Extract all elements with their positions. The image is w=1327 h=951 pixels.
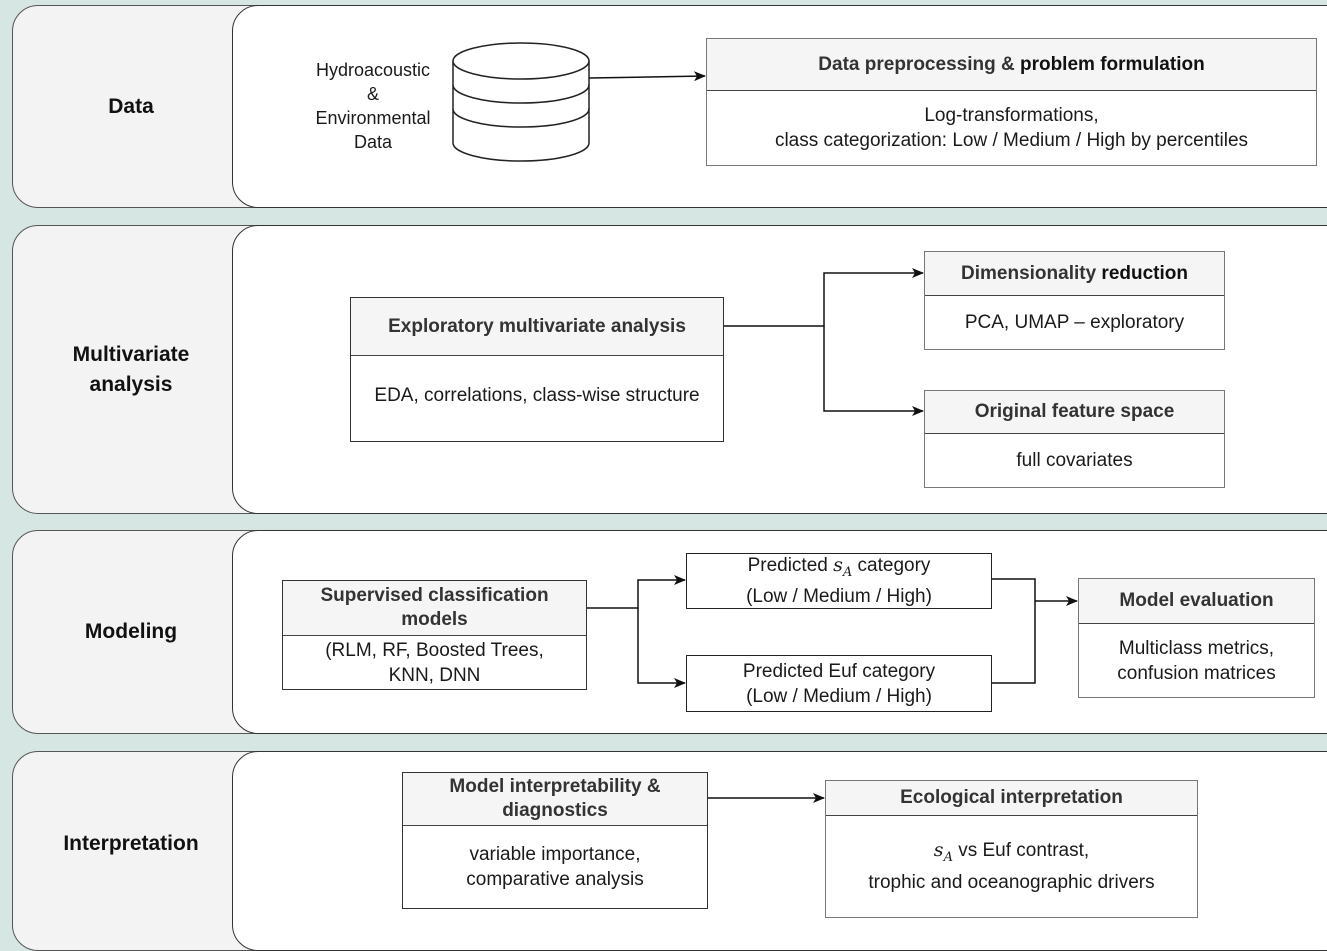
ecological-interpretation-box: Ecological interpretation sA vs Euf cont… [825, 780, 1198, 918]
model-interpretability-title: Model interpretability &diagnostics [403, 773, 707, 826]
data-lane-label: Data [108, 94, 154, 118]
exploratory-analysis-title: Exploratory multivariate analysis [351, 298, 723, 356]
data-source-label: Hydroacoustic & Environmental Data [315, 60, 431, 152]
database-icon [452, 42, 590, 162]
interpretation-lane-label: Interpretation [63, 831, 199, 855]
original-feature-space-box: Original feature space full covariates [924, 390, 1225, 488]
model-evaluation-box: Model evaluation Multiclass metrics,conf… [1078, 578, 1315, 698]
model-evaluation-body: Multiclass metrics,confusion matrices [1117, 637, 1276, 684]
ecological-interpretation-body: sA vs Euf contrast, trophic and oceanogr… [868, 839, 1155, 893]
supervised-models-body: (RLM, RF, Boosted Trees,KNN, DNN [325, 639, 544, 686]
model-evaluation-title: Model evaluation [1079, 579, 1314, 624]
predicted-euf-box: Predicted Euf category(Low / Medium / Hi… [686, 655, 992, 712]
model-interpretability-box: Model interpretability &diagnostics vari… [402, 772, 708, 909]
original-feature-space-body: full covariates [1016, 450, 1133, 471]
ecological-interpretation-title: Ecological interpretation [826, 781, 1197, 816]
original-feature-space-title: Original feature space [925, 391, 1224, 434]
exploratory-analysis-box: Exploratory multivariate analysis EDA, c… [350, 297, 724, 442]
dimensionality-reduction-title: Dimensionality reduction [925, 252, 1224, 296]
modeling-lane-label: Modeling [84, 620, 178, 643]
dimensionality-reduction-body: PCA, UMAP – exploratory [964, 312, 1185, 333]
preprocessing-box-body: Log-transformations,class categorization… [774, 105, 1249, 151]
predicted-sa-box: Predicted sA category (Low / Medium / Hi… [686, 553, 992, 609]
preprocessing-box-title: Data preprocessing & problem formulation [707, 39, 1316, 91]
model-interpretability-body: variable importance,comparative analysis [466, 844, 644, 890]
exploratory-analysis-body: EDA, correlations, class-wise structure [374, 385, 700, 406]
dimensionality-reduction-box: Dimensionality reduction PCA, UMAP – exp… [924, 251, 1225, 350]
preprocessing-box: Data preprocessing & problem formulation… [706, 38, 1317, 166]
